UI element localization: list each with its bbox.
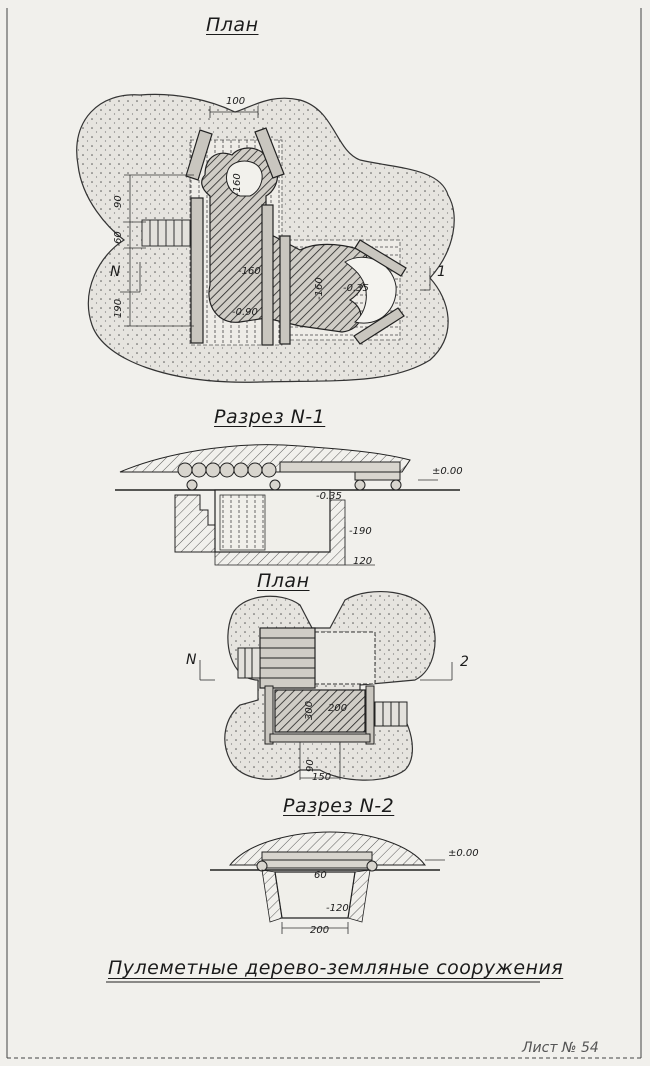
plan-2-dim-a: 300 bbox=[304, 700, 315, 720]
drawing-caption: Пулеметные дерево-земляные сооружения bbox=[108, 957, 564, 979]
plan-1-level-trench: -160 bbox=[238, 266, 261, 277]
plan-1-level-pit: -160 bbox=[232, 173, 243, 196]
plan-1-dim-b: 60 bbox=[113, 231, 124, 244]
section-2-dim-width: 200 bbox=[310, 925, 330, 936]
section-1-drawing bbox=[115, 444, 460, 566]
plan-2-section-mark: 2 bbox=[460, 654, 469, 670]
section-1-steps bbox=[174, 494, 216, 553]
plan-2-earth-mound bbox=[224, 590, 436, 781]
plan-1-title: План bbox=[206, 14, 259, 36]
plan-1-section-mark: 1 bbox=[437, 264, 446, 280]
plan-2-title: План bbox=[257, 570, 310, 592]
plan-2-shelter-floor bbox=[314, 631, 376, 685]
section-2-log-roof bbox=[256, 851, 378, 872]
plan-2-dim-d: 150 bbox=[312, 772, 332, 783]
plan-1-level-step: -0.35 bbox=[343, 283, 369, 294]
plan-2-dim-b: 200 bbox=[328, 703, 348, 714]
plan-1-drawing bbox=[76, 93, 455, 383]
plan-1-level-gallery: -160 bbox=[314, 277, 325, 300]
section-2-dim-log: 60 bbox=[314, 870, 327, 881]
plan-1-dim-width: 100 bbox=[226, 96, 246, 107]
section-2-level-bottom: -120 bbox=[326, 903, 349, 914]
section-2-title: Разрез N-2 bbox=[283, 795, 395, 817]
plan-1-log-revetment bbox=[185, 129, 213, 181]
plan-1-log-wall-mid bbox=[261, 204, 274, 346]
sheet-number: Лист № 54 bbox=[522, 1040, 599, 1056]
plan-1-level-bottom: -0.90 bbox=[232, 307, 258, 318]
plan-2-dim-c: 90 bbox=[305, 759, 316, 772]
section-1-level-bottom: -190 bbox=[349, 526, 372, 537]
plan-1-dim-c: 190 bbox=[113, 298, 124, 318]
section-1-level-step: -0.35 bbox=[316, 491, 342, 502]
section-1-log-roof bbox=[177, 461, 402, 491]
plan-1-north-mark: N bbox=[110, 264, 121, 280]
section-1-dim-depth: 120 bbox=[353, 556, 373, 567]
section-1-level-ground: ±0.00 bbox=[432, 466, 463, 477]
section-2-drawing bbox=[210, 831, 445, 934]
plan-2-north-mark: N bbox=[186, 652, 197, 668]
plan-1-log-wall-right bbox=[279, 235, 291, 345]
sheet-frame bbox=[6, 8, 642, 1059]
plan-1-firing-pit bbox=[226, 160, 263, 197]
plan-1-log-wall-left bbox=[190, 197, 204, 344]
section-2-level-ground: ±0.00 bbox=[448, 848, 479, 859]
plan-2-drawing bbox=[199, 590, 453, 781]
plan-1-dim-a: 90 bbox=[113, 195, 124, 208]
plan-2-firing-chamber bbox=[274, 689, 366, 733]
section-1-title: Разрез N-1 bbox=[214, 406, 326, 428]
